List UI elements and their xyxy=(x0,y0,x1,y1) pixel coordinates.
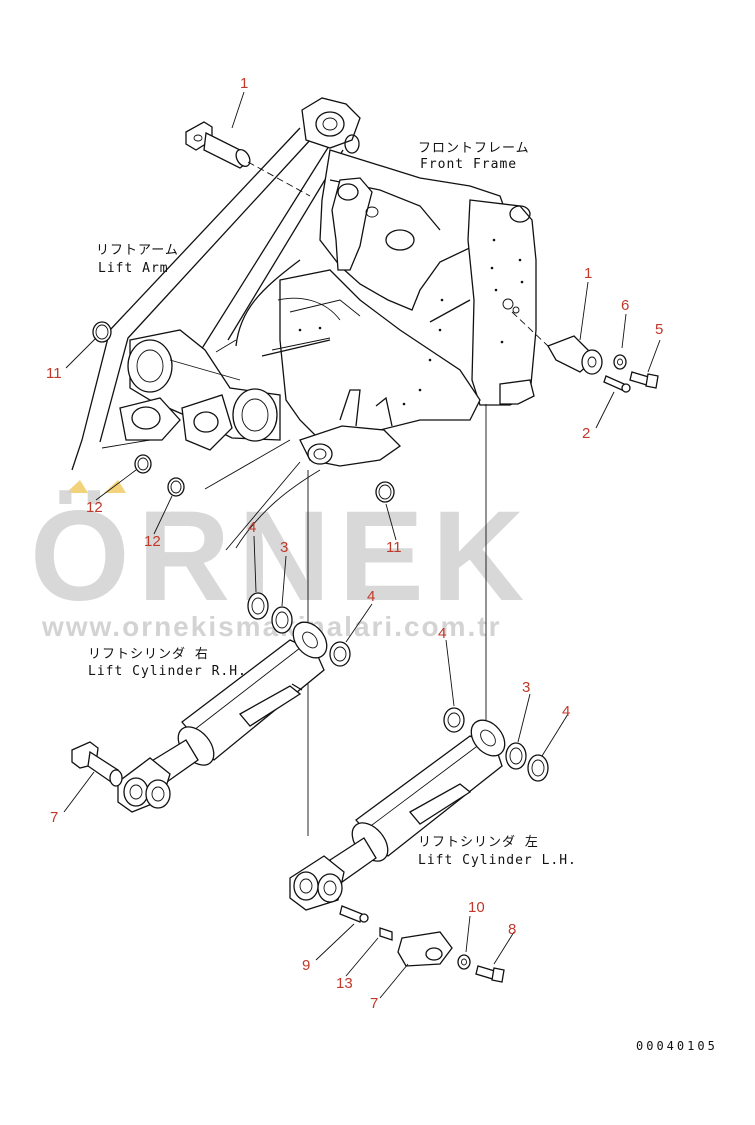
lift-cylinder-rh-label-jp: リフトシリンダ 右 xyxy=(88,647,209,662)
callout-7-left: 7 xyxy=(50,809,58,826)
leader-lines xyxy=(63,91,661,999)
watermark-url: www.ornekismakinalari.com.tr xyxy=(41,611,502,642)
shim-4-rh xyxy=(247,592,269,620)
shim-4-lh-outer xyxy=(527,754,549,782)
callout-4-c: 4 xyxy=(438,625,446,642)
arm-shim-guide xyxy=(101,439,151,449)
pin-1-right xyxy=(547,335,603,375)
callout-1-right: 1 xyxy=(584,265,592,282)
front-frame xyxy=(235,149,537,467)
lift-arm-label-jp: リフトアーム xyxy=(96,243,179,258)
lift-cylinder-lh xyxy=(289,719,506,911)
callout-numbers: 1 1 6 5 2 11 12 12 11 4 3 4 4 3 4 7 10 8… xyxy=(46,75,663,1012)
callout-7-lower: 7 xyxy=(370,995,378,1012)
front-frame-label-jp: フロントフレーム xyxy=(418,141,530,156)
rh-guide-line-2 xyxy=(235,469,321,549)
shim-11-left xyxy=(92,321,112,343)
callout-11-left: 11 xyxy=(46,365,62,382)
callout-6: 6 xyxy=(621,297,629,314)
bolt-5 xyxy=(629,371,659,389)
callout-12-left: 12 xyxy=(86,499,103,516)
pin-7-left xyxy=(71,741,123,787)
bushing-13 xyxy=(379,927,393,941)
lift-cylinder-lh-label-en: Lift Cylinder L.H. xyxy=(418,853,577,868)
callout-13: 13 xyxy=(336,975,353,992)
shim-4-lh-inner xyxy=(443,707,465,733)
lift-cylinder-lh-label-jp: リフトシリンダ 左 xyxy=(418,835,539,850)
lift-cylinder-rh-label-en: Lift Cylinder R.H. xyxy=(88,664,247,679)
callout-11-right: 11 xyxy=(386,539,402,556)
arm-shim-guide-2 xyxy=(204,439,291,490)
rh-guide-line xyxy=(225,461,301,551)
washer-10 xyxy=(457,954,471,970)
watermark: ÖRNEK www.ornekismakinalari.com.tr xyxy=(30,480,532,642)
callout-3-b: 3 xyxy=(522,679,530,696)
axis-line-pin-1-right xyxy=(511,311,549,347)
callout-12-center: 12 xyxy=(144,533,161,550)
shim-3-lh xyxy=(505,742,527,770)
callout-4-d: 4 xyxy=(562,703,570,720)
grease-fitting-2 xyxy=(603,375,631,393)
callout-2: 2 xyxy=(582,425,590,442)
shim-4-rh-outer xyxy=(329,641,351,667)
callout-8: 8 xyxy=(508,921,516,938)
shim-11-right xyxy=(375,481,395,503)
pin-1-upper-left xyxy=(185,121,251,169)
callout-3-a: 3 xyxy=(280,539,288,556)
shim-12-left xyxy=(134,454,152,474)
grease-fitting-9 xyxy=(339,905,369,923)
callout-9: 9 xyxy=(302,957,310,974)
bolt-8 xyxy=(475,965,505,983)
lift-arm xyxy=(71,97,361,471)
callout-5: 5 xyxy=(655,321,663,338)
watermark-brand: ÖRNEK xyxy=(30,485,532,628)
shim-3-rh xyxy=(271,606,293,634)
washer-6 xyxy=(613,354,627,370)
lift-cylinder-rh xyxy=(117,621,328,813)
shim-12-center xyxy=(167,477,185,497)
callout-4-b: 4 xyxy=(367,588,375,605)
watermark-umlaut-mark xyxy=(66,480,126,493)
axis-line-pin-1 xyxy=(247,161,311,197)
front-frame-label-en: Front Frame xyxy=(420,157,517,172)
callout-1-upper: 1 xyxy=(240,75,248,92)
lift-arm-label-en: Lift Arm xyxy=(98,261,169,276)
callout-10: 10 xyxy=(468,899,485,916)
pin-7-lower xyxy=(397,931,453,967)
drawing-number: 00040105 xyxy=(636,1039,718,1053)
callout-4-a: 4 xyxy=(248,519,256,536)
